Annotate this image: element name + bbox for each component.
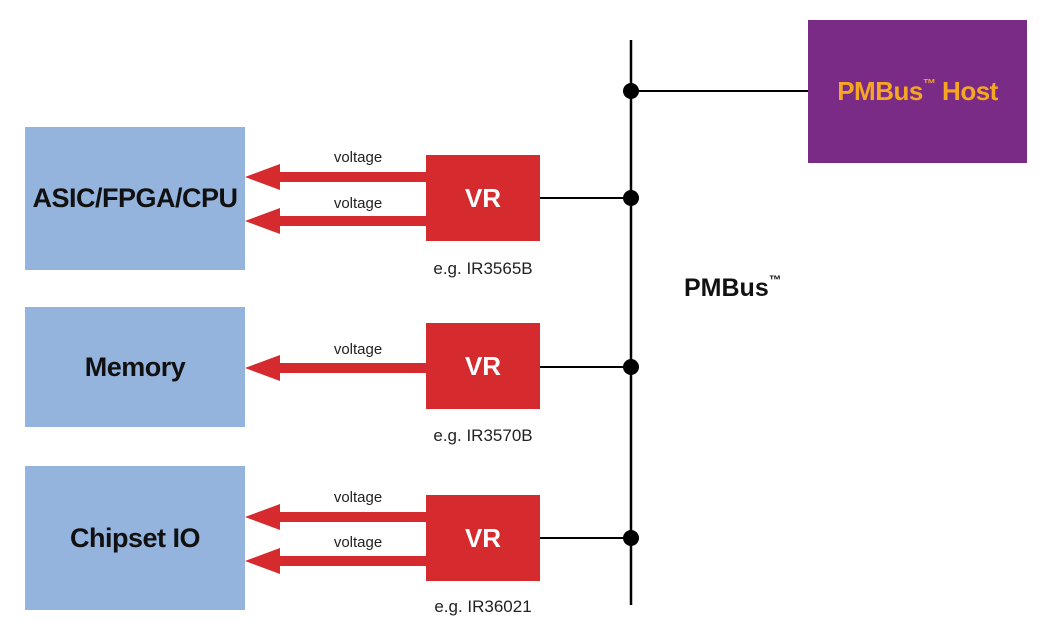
voltage-label: voltage xyxy=(333,149,383,166)
voltage-arrow-vr2 xyxy=(245,355,426,381)
voltage-label: voltage xyxy=(333,534,383,551)
voltage-arrow-vr3-a xyxy=(245,504,426,530)
vr-box-1: VR xyxy=(426,155,540,241)
host-label: PMBus™ Host xyxy=(837,75,998,106)
voltage-label: voltage xyxy=(333,195,383,212)
vr1-part-number: e.g. IR3565B xyxy=(433,259,533,278)
pmbus-label: PMBus™ xyxy=(684,273,782,302)
load-label: ASIC/FPGA/CPU xyxy=(32,183,238,213)
bus-node-vr1 xyxy=(623,190,639,206)
voltage-label: voltage xyxy=(333,341,383,358)
bus-node-vr3 xyxy=(623,530,639,546)
voltage-arrow-vr1-b xyxy=(245,208,426,234)
vr3-part-number: e.g. IR36021 xyxy=(434,597,532,616)
voltage-arrow-vr1-a xyxy=(245,164,426,190)
load-label: Chipset IO xyxy=(69,522,201,553)
vr-box-3: VR xyxy=(426,495,540,581)
vr-label: VR xyxy=(464,350,502,381)
vr-box-2: VR xyxy=(426,323,540,409)
load-chipset-io: Chipset IO xyxy=(25,466,245,610)
voltage-label: voltage xyxy=(333,489,383,506)
load-memory: Memory xyxy=(25,307,245,427)
bus-node-host xyxy=(623,83,639,99)
load-asic-fpga-cpu: ASIC/FPGA/CPU xyxy=(25,127,245,270)
voltage-arrow-vr3-b xyxy=(245,548,426,574)
vr-label: VR xyxy=(464,522,502,553)
vr-label: VR xyxy=(464,182,502,213)
load-label: Memory xyxy=(84,351,186,382)
bus-node-vr2 xyxy=(623,359,639,375)
pmbus-host-box: PMBus™ Host xyxy=(808,20,1027,163)
vr2-part-number: e.g. IR3570B xyxy=(433,426,533,445)
